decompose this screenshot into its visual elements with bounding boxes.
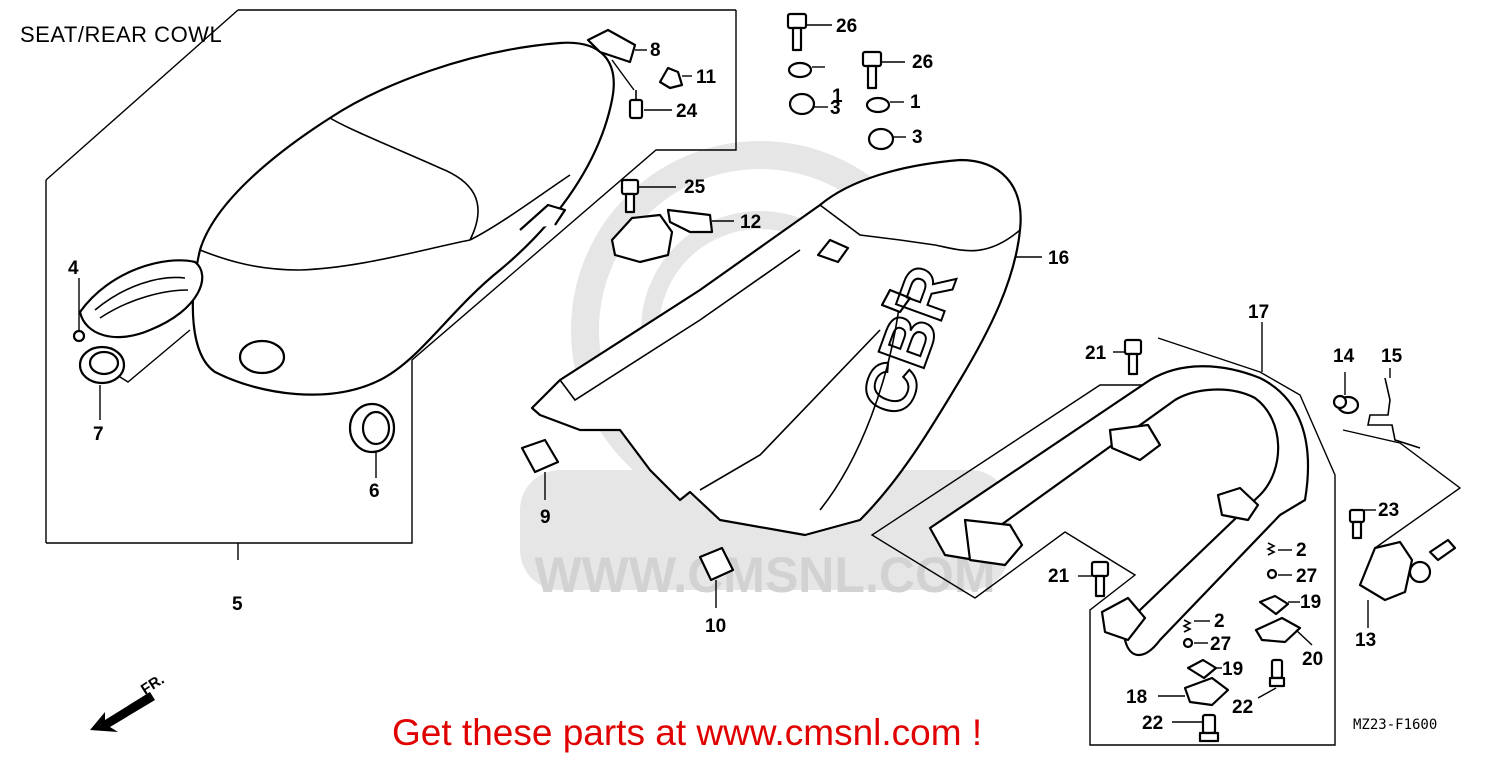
callout-24: 24 — [676, 101, 698, 122]
callout-3: 3 — [830, 98, 841, 119]
callout-21: 21 — [1085, 343, 1107, 364]
pad-part-10 — [698, 546, 735, 608]
seat — [78, 41, 615, 396]
callout-13: 13 — [1355, 630, 1376, 651]
callout-26: 26 — [836, 16, 857, 37]
grommet-part-6 — [348, 402, 396, 478]
bolt-part-22-bottom — [1172, 713, 1220, 743]
rear-cowl — [530, 158, 1042, 537]
callout-22: 22 — [1142, 713, 1163, 734]
bolt-part-26-lower — [861, 50, 905, 90]
grab-rail — [928, 322, 1310, 657]
callout-labels: 1 1 2 2 3 3 4 5 6 7 8 9 10 11 12 13 14 1… — [68, 16, 1403, 734]
callout-19: 19 — [1222, 659, 1243, 680]
rubber-part-3-upper — [788, 92, 828, 116]
front-direction-arrow: FR. — [90, 671, 167, 732]
callout-1: 1 — [910, 92, 921, 113]
footer-link[interactable]: Get these parts at www.cmsnl.com ! — [392, 712, 983, 753]
callout-17: 17 — [1248, 302, 1269, 323]
nut-part-19-lower — [1186, 658, 1222, 680]
seat-lock-part-13 — [1358, 538, 1457, 628]
washer-part-1-upper — [787, 61, 825, 79]
bolt-part-26-upper — [786, 12, 832, 52]
diagram-title: SEAT/REAR COWL — [20, 22, 223, 47]
callout-4: 4 — [68, 258, 79, 279]
assembly-brackets — [45, 9, 1462, 746]
bolt-part-21-lower — [1078, 560, 1110, 598]
callout-19: 19 — [1300, 592, 1321, 613]
spring-part-2-upper — [1266, 542, 1292, 556]
nut-part-14 — [1332, 372, 1360, 415]
nut-part-19-upper — [1258, 594, 1300, 616]
clip-part-4 — [72, 278, 86, 343]
bolt-part-22-right — [1257, 658, 1286, 699]
bolt-part-25 — [620, 178, 676, 214]
callout-12: 12 — [740, 212, 761, 233]
callout-25: 25 — [684, 177, 706, 198]
nut-part-11 — [658, 66, 692, 90]
callout-2: 2 — [1214, 611, 1225, 632]
callout-14: 14 — [1333, 346, 1355, 367]
callout-11: 11 — [696, 67, 717, 88]
bracket-part-20 — [1254, 616, 1313, 646]
callout-21: 21 — [1048, 566, 1070, 587]
bracket-part-18 — [1158, 676, 1230, 707]
callout-7: 7 — [93, 424, 104, 445]
washer-part-1-lower — [865, 96, 904, 114]
spring-part-2-lower — [1182, 619, 1210, 633]
rubber-part-3-lower — [867, 127, 906, 151]
bolt-part-21-upper — [1113, 338, 1143, 376]
callout-20: 20 — [1302, 649, 1323, 670]
callout-15: 15 — [1381, 346, 1403, 367]
bolt-part-24 — [628, 90, 672, 120]
drawing-code: MZ23-F1600 — [1353, 717, 1438, 733]
callout-5: 5 — [232, 594, 243, 615]
callout-10: 10 — [705, 616, 726, 637]
callout-6: 6 — [369, 481, 380, 502]
direction-label: FR. — [138, 671, 168, 698]
cable-part-15 — [1367, 368, 1421, 449]
callout-8: 8 — [650, 40, 661, 61]
callout-27: 27 — [1296, 566, 1317, 587]
callout-3: 3 — [912, 127, 923, 148]
callout-2: 2 — [1296, 540, 1307, 561]
grommet-part-7 — [78, 345, 126, 420]
pad-part-9 — [520, 438, 560, 500]
washer-part-27-upper — [1266, 568, 1292, 580]
callout-26: 26 — [912, 52, 933, 73]
washer-part-27-lower — [1182, 637, 1208, 649]
callout-18: 18 — [1126, 687, 1147, 708]
callout-9: 9 — [540, 507, 551, 528]
callout-16: 16 — [1048, 248, 1069, 269]
callout-27: 27 — [1210, 634, 1231, 655]
callout-22: 22 — [1232, 697, 1253, 718]
bracket-part-8 — [586, 28, 647, 91]
callout-1: 1 — [832, 86, 843, 107]
bolt-part-23 — [1348, 508, 1376, 540]
watermark-text: WWW.CMSNL.COM — [534, 547, 995, 603]
callout-23: 23 — [1378, 500, 1399, 521]
bracket-part-12 — [610, 208, 734, 264]
